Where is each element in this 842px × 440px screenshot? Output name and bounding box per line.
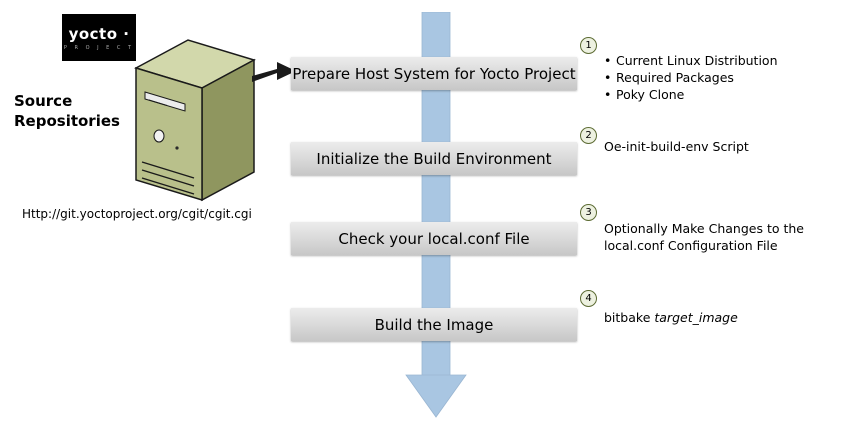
server-to-step-arrow-icon [252,62,296,82]
source-repositories-line2: Repositories [14,111,120,130]
logo-subtitle-text: P R O J E C T [63,44,135,51]
source-repositories-line1: Source [14,92,73,110]
step-box-initialize-environment: Initialize the Build Environment [291,142,577,175]
note-bullet-item: Required Packages [604,70,834,87]
step-box-prepare-host: Prepare Host System for Yocto Project [291,57,577,90]
server-tower-illustration [134,39,256,202]
source-repositories-label: Source Repositories [14,92,120,131]
step-box-build-image: Build the Image [291,308,577,341]
step-number-badge-3: 3 [580,204,597,221]
note-bullet-item: Current Linux Distribution [604,53,834,70]
repository-url-text: Http://git.yoctoproject.org/cgit/cgit.cg… [22,207,252,221]
step-3-note-line1: Optionally Make Changes to the [604,221,804,236]
step-number-badge-4: 4 [580,290,597,307]
step-box-check-localconf: Check your local.conf File [291,222,577,255]
step-number-badge-2: 2 [580,127,597,144]
step-number-badge-1: 1 [580,37,597,54]
logo-brand-text: yocto · [68,24,130,43]
step-1-notes: Current Linux Distribution Required Pack… [604,53,834,104]
step-2-note: Oe-init-build-env Script [604,139,749,154]
note-bullet-item: Poky Clone [604,87,834,104]
bitbake-command-text: bitbake [604,310,651,325]
step-3-note-line2: local.conf Configuration File [604,237,778,253]
step-3-note: Optionally Make Changes to the local.con… [604,221,834,255]
step-4-note: bitbake target_image [604,310,834,327]
bitbake-target-argument: target_image [654,310,738,325]
yocto-project-logo: yocto · P R O J E C T [62,14,136,61]
